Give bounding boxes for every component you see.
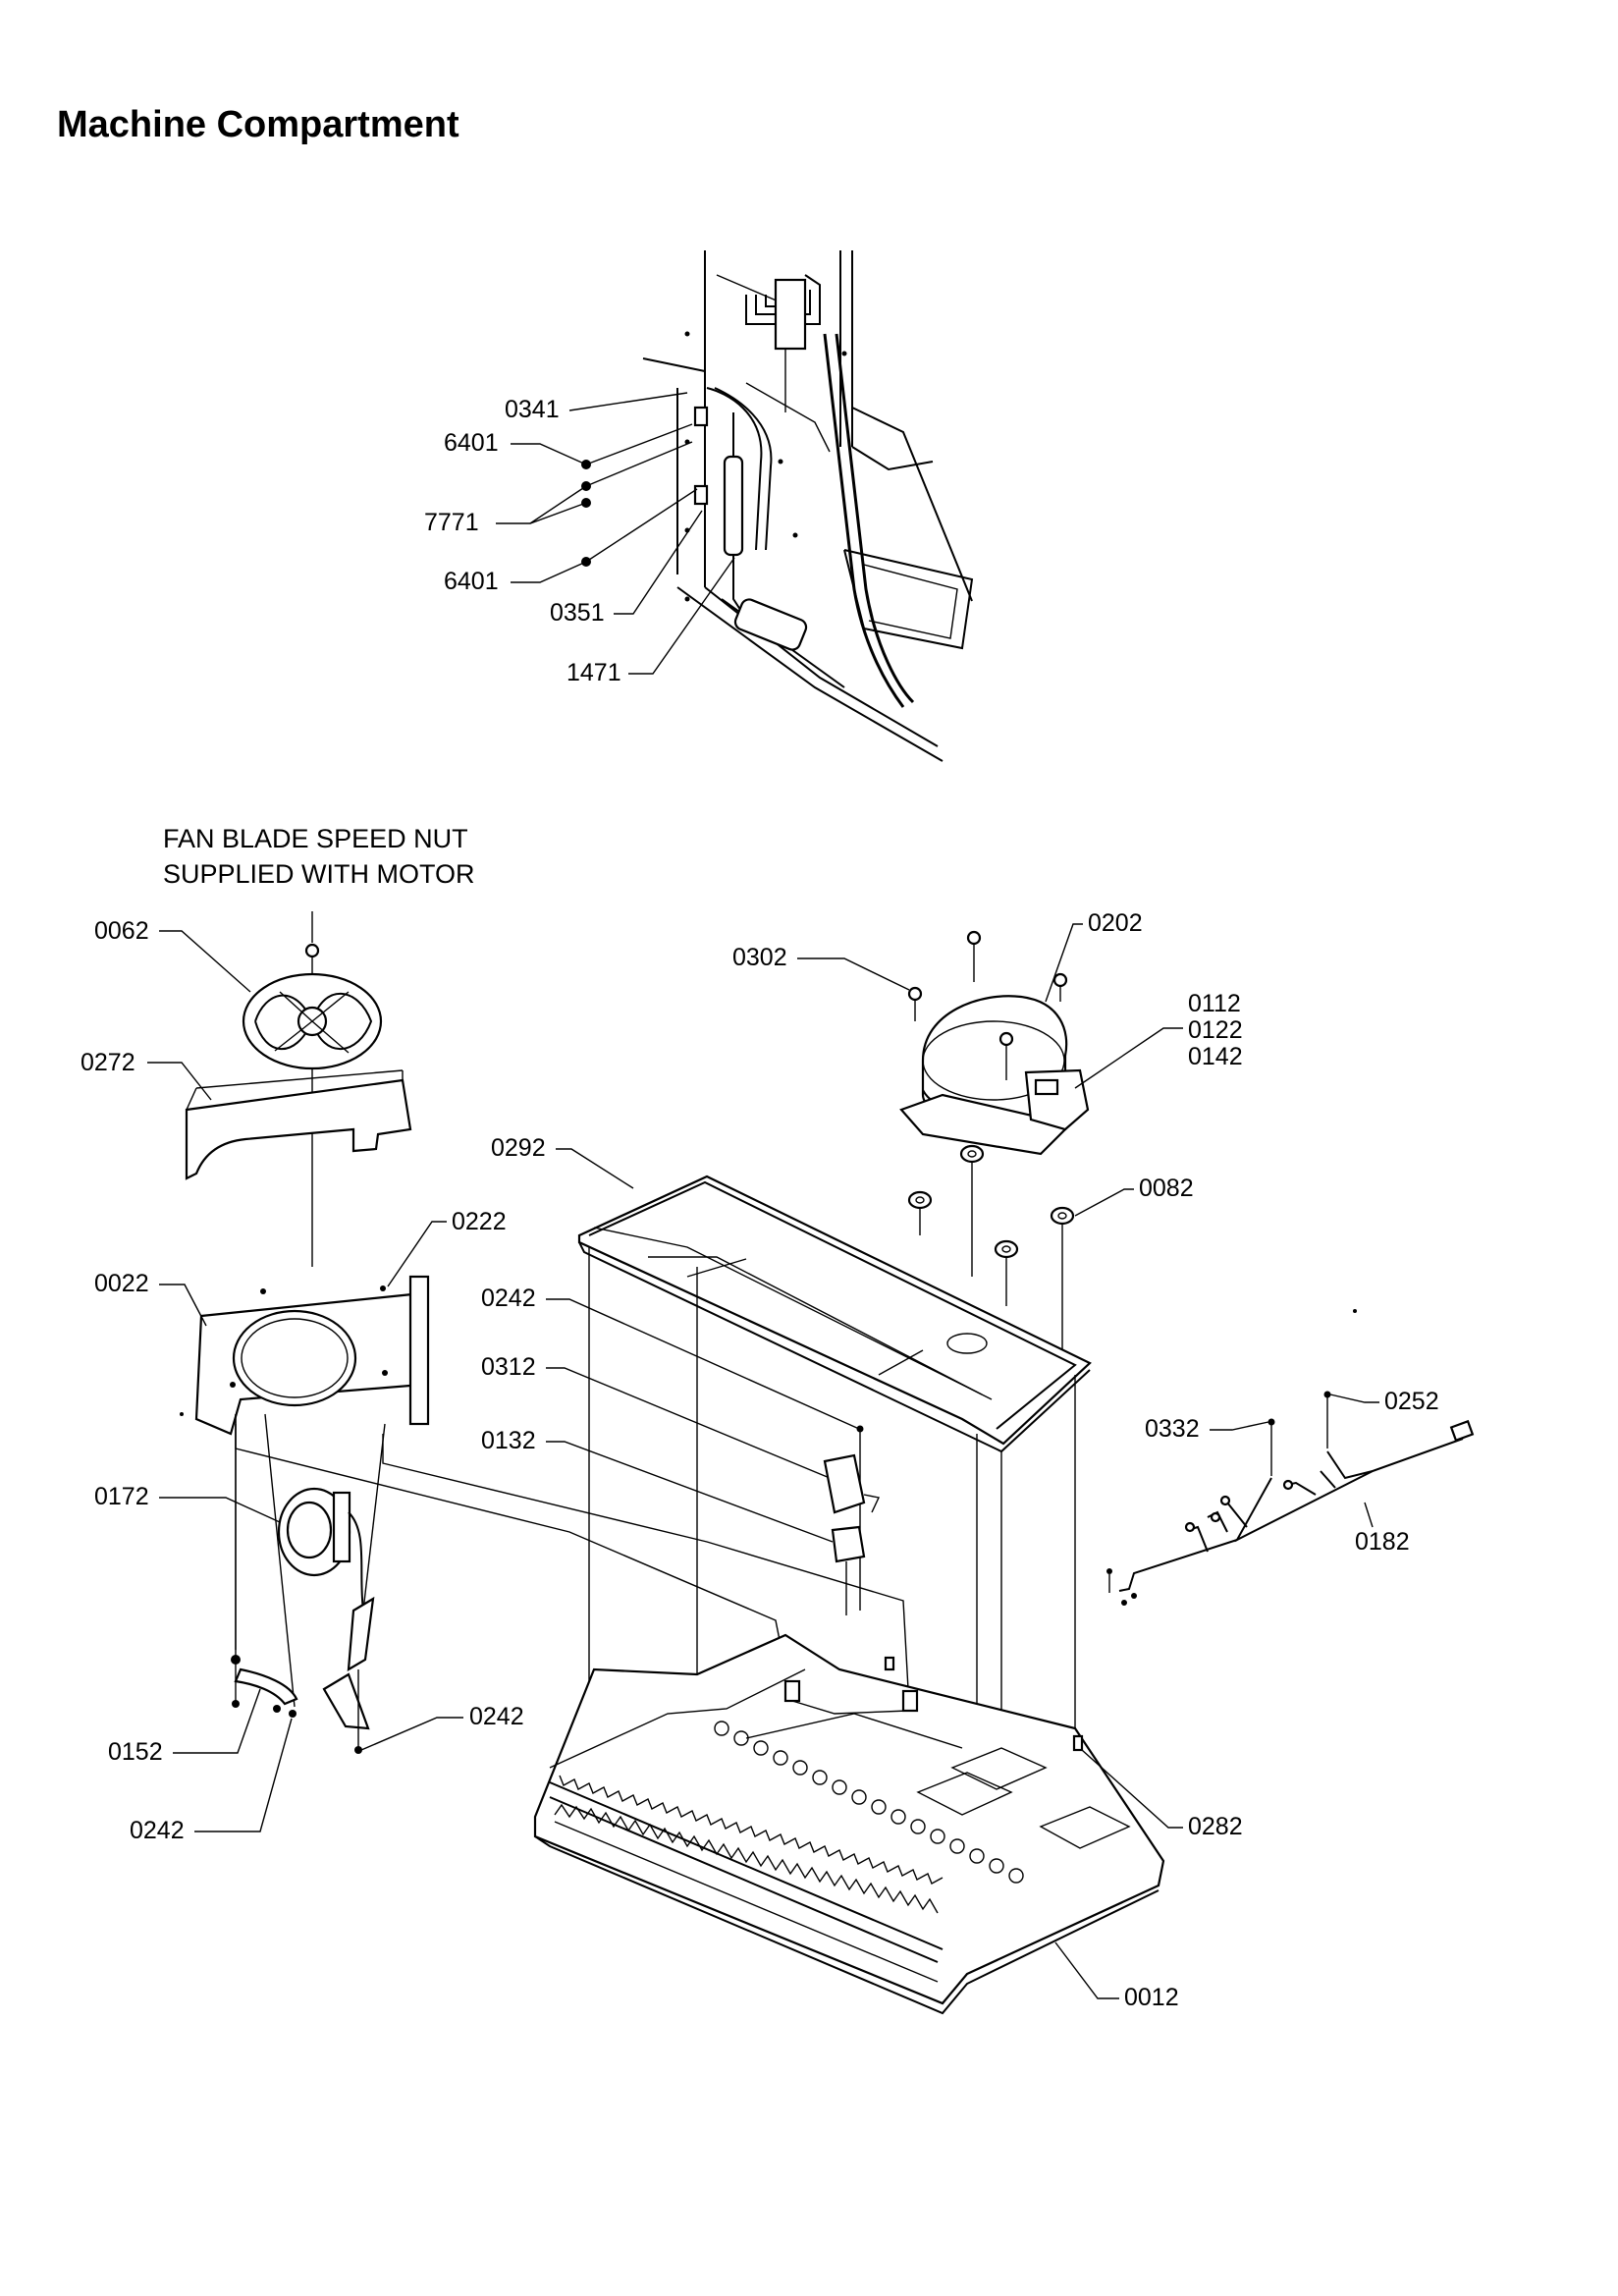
- base-callouts: 0282 0012: [1054, 1749, 1243, 2011]
- fan-blade: [242, 972, 383, 1070]
- callout-0122: 0122: [1188, 1016, 1243, 1044]
- compressor-bolts: [907, 930, 1068, 1080]
- cabinet-corner-detail: [581, 250, 974, 762]
- callout-6401-lower: 6401: [444, 568, 499, 595]
- callout-0292: 0292: [491, 1134, 546, 1162]
- top-detail-callouts: 0341 6401 7771 6401 0351 1471: [424, 392, 735, 686]
- callout-0142: 0142: [1188, 1043, 1243, 1070]
- fan-motor: [277, 1487, 364, 1612]
- coil-loops: [714, 1721, 1024, 1884]
- callout-0242-bottom-mid: 0242: [469, 1703, 524, 1730]
- wire-harness: [1106, 1391, 1475, 1606]
- callout-0332: 0332: [1145, 1415, 1200, 1443]
- compressor-grommets: [907, 1144, 1075, 1259]
- callout-0022: 0022: [94, 1270, 149, 1297]
- page-title: Machine Compartment: [57, 104, 459, 145]
- relay-components: [823, 1425, 881, 1615]
- callout-0312: 0312: [481, 1353, 536, 1381]
- callout-0082: 0082: [1139, 1175, 1194, 1202]
- compressor-callouts: 0302 0202 0112 0122 0142 0082: [732, 909, 1243, 1217]
- note-line-2: SUPPLIED WITH MOTOR: [163, 859, 475, 889]
- callout-0282: 0282: [1188, 1813, 1243, 1840]
- callout-0222: 0222: [452, 1208, 507, 1235]
- pan-callouts: 0292 0242 0312 0132: [481, 1134, 860, 1543]
- callout-0182: 0182: [1355, 1528, 1410, 1556]
- callout-1471: 1471: [566, 659, 621, 686]
- fan-shroud-cover: [185, 1069, 412, 1180]
- callout-6401-upper: 6401: [444, 429, 499, 457]
- callout-0272: 0272: [81, 1049, 135, 1076]
- callout-0242-pan: 0242: [481, 1285, 536, 1312]
- callout-0062: 0062: [94, 917, 149, 945]
- callout-0012: 0012: [1124, 1984, 1179, 2011]
- callout-0302: 0302: [732, 944, 787, 971]
- callout-0112: 0112: [1188, 990, 1241, 1017]
- drain-pan: [577, 1175, 1092, 1925]
- callout-0202: 0202: [1088, 909, 1143, 937]
- harness-callouts: 0332 0252 0182: [1145, 1388, 1439, 1556]
- fan-callouts: 0062 0272 0022 0222 0172 0152 0242 0242: [81, 917, 524, 1844]
- callout-0132: 0132: [481, 1427, 536, 1454]
- condenser-coil: [554, 1775, 944, 1983]
- callout-0351: 0351: [550, 599, 605, 627]
- fan-bracket: [194, 1275, 430, 1436]
- compressor: [899, 930, 1090, 1350]
- callout-0252: 0252: [1384, 1388, 1439, 1415]
- callout-0152: 0152: [108, 1738, 163, 1766]
- fan-assembly: [185, 911, 909, 1754]
- base-pan: [533, 1633, 1165, 2015]
- callout-0242-bottom-left: 0242: [130, 1817, 185, 1844]
- callout-0341: 0341: [505, 396, 560, 423]
- callout-7771: 7771: [424, 509, 479, 536]
- callout-0172: 0172: [94, 1483, 149, 1510]
- note-line-1: FAN BLADE SPEED NUT: [163, 824, 468, 853]
